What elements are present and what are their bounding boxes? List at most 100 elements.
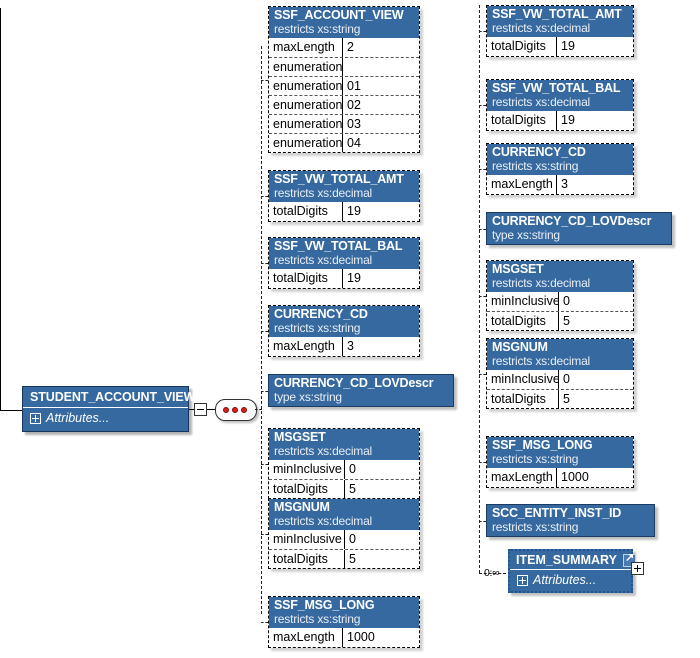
expand-attributes-icon[interactable] [30, 412, 41, 424]
facet-key: minInclusive [269, 460, 345, 480]
reference-attributes-row[interactable]: Attributes... [510, 570, 631, 591]
root-element-student-account-view[interactable]: STUDENT_ACCOUNT_VIEW Attributes... [22, 386, 195, 432]
facet-key: totalDigits [487, 111, 557, 131]
facet-row: totalDigits 19 [487, 111, 633, 131]
facet-value: 3 [561, 177, 568, 192]
facet-value: 04 [347, 136, 361, 151]
schema-node-subtitle: restricts xs:string [274, 320, 361, 335]
facet-value: 5 [563, 314, 570, 329]
facet-value: 2 [347, 40, 354, 55]
reference-element-item-summary[interactable]: ITEM_SUMMARY Attributes... [508, 549, 636, 593]
root-to-handle-line [189, 409, 195, 410]
facet-value: 5 [349, 552, 356, 567]
root-parent-connector-horizontal [0, 410, 24, 411]
node-connector-stub [261, 196, 268, 197]
schema-node-subtitle: restricts xs:string [492, 158, 579, 173]
schema-node-title: SSF_VW_TOTAL_BAL [274, 239, 403, 253]
reference-attributes-label: Attributes... [533, 573, 597, 587]
reference-element-header: ITEM_SUMMARY [510, 551, 636, 569]
facet-key: maxLength [269, 38, 343, 58]
facet-key: totalDigits [487, 37, 557, 57]
facet-key: minInclusive [487, 292, 559, 312]
root-parent-connector-vertical [0, 8, 1, 411]
facet-value: 01 [347, 79, 361, 94]
node-connector-stub [261, 534, 268, 535]
schema-node-title: SSF_MSG_LONG [274, 598, 375, 612]
facet-value: 0 [563, 372, 570, 387]
node-connector-stub [479, 31, 486, 32]
facet-key: maxLength [269, 628, 343, 648]
schema-node-subtitle: restricts xs:decimal [274, 252, 373, 267]
schema-node-title: MSGSET [492, 262, 544, 276]
schema-node-title: CURRENCY_CD [274, 307, 368, 321]
facet-row: maxLength 2 [269, 38, 419, 58]
root-attributes-label: Attributes... [46, 411, 110, 425]
schema-node-subtitle: restricts xs:decimal [492, 94, 591, 109]
column2-bus-bottom-stub [479, 573, 506, 574]
facet-value: 19 [561, 113, 575, 128]
expand-reference-attributes-icon[interactable] [517, 574, 528, 586]
facet-key: maxLength [269, 337, 343, 357]
schema-node-subtitle: restricts xs:string [492, 519, 579, 534]
column1-bus-line [261, 46, 262, 614]
node-connector-stub [261, 391, 268, 392]
column2-bus-line [479, 5, 480, 573]
expand-handle-plus-icon[interactable] [631, 562, 644, 575]
facet-value: 19 [347, 271, 361, 286]
collapse-handle-minus-icon[interactable] [194, 403, 207, 416]
schema-node-title: CURRENCY_CD [492, 145, 586, 159]
facet-value: 0 [349, 462, 356, 477]
node-connector-stub [261, 464, 268, 465]
facet-key: minInclusive [487, 370, 559, 390]
sequence-dot-2 [232, 407, 238, 413]
node-connector-stub [261, 622, 268, 623]
schema-node-title: SSF_MSG_LONG [492, 438, 593, 452]
schema-node-subtitle: type xs:string [274, 389, 342, 404]
node-connector-stub [479, 374, 486, 375]
root-attributes-row[interactable]: Attributes... [23, 408, 188, 429]
facet-key: totalDigits [269, 480, 345, 499]
reference-element-title: ITEM_SUMMARY [516, 553, 617, 567]
sequence-to-bus-line [255, 409, 262, 410]
sequence-compositor-icon[interactable] [215, 399, 257, 421]
facet-key: enumeration [269, 96, 343, 115]
facet-value: 0 [349, 532, 356, 547]
